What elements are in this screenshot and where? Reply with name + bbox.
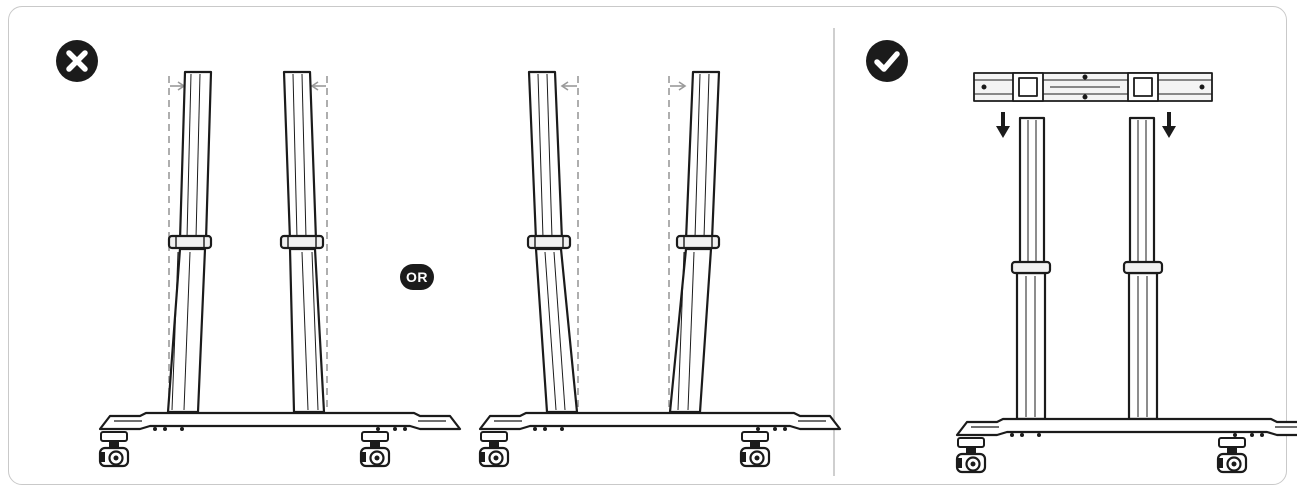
- caster-right: [359, 430, 391, 468]
- left-column: [166, 70, 213, 414]
- base-frame: [98, 411, 462, 433]
- right-column: [668, 70, 721, 414]
- panel-divider: [833, 28, 835, 476]
- base-frame: [955, 417, 1297, 439]
- offset-arrows-inward: [560, 81, 687, 91]
- cross-circle-icon: [56, 40, 98, 82]
- caster-left: [955, 436, 987, 474]
- guide-lines-inward: [577, 76, 670, 412]
- right-column: [1122, 116, 1164, 421]
- panel-correct-parallel: [955, 72, 1297, 474]
- down-arrow-left: [996, 112, 1010, 138]
- caster-left: [478, 430, 510, 468]
- caster-right: [739, 430, 771, 468]
- caster-left: [98, 430, 130, 468]
- left-column: [1010, 116, 1052, 421]
- left-column: [526, 70, 579, 414]
- right-column: [279, 70, 326, 414]
- top-crossbar: [973, 72, 1213, 102]
- or-separator-badge: OR: [400, 264, 434, 290]
- caster-right: [1216, 436, 1248, 474]
- base-frame: [478, 411, 842, 433]
- panel-wrong-inward: [478, 70, 842, 468]
- panel-wrong-outward: [98, 70, 462, 468]
- down-arrow-right: [1162, 112, 1176, 138]
- check-circle-icon: [866, 40, 908, 82]
